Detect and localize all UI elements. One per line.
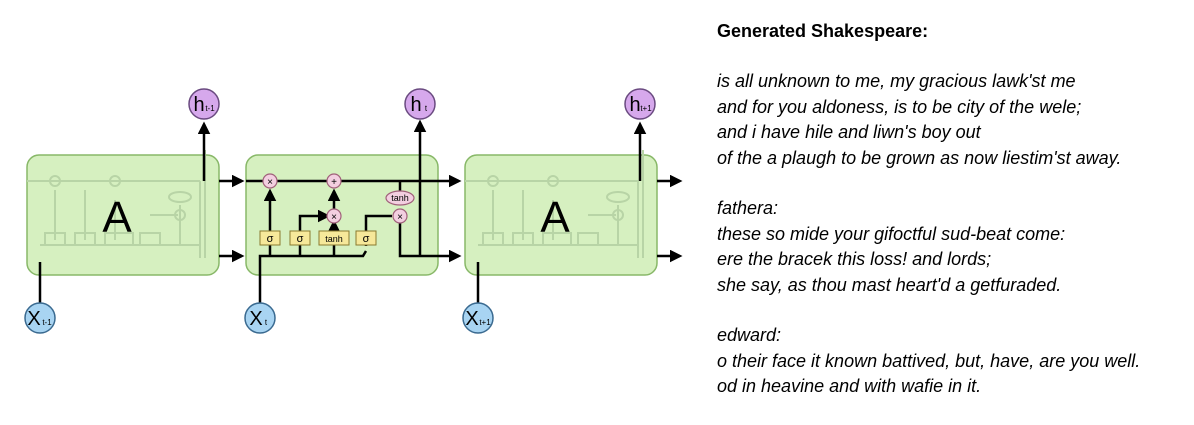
- text-line: and i have hile and liwn's boy out: [717, 122, 981, 142]
- output-node-h-t-plus-1: h t+1: [624, 88, 656, 120]
- svg-text:t-1: t-1: [205, 104, 215, 113]
- svg-text:X: X: [465, 308, 478, 330]
- generated-text-panel: Generated Shakespeare: is all unknown to…: [717, 19, 1187, 425]
- text-line: od in heavine and with wafie in it.: [717, 376, 982, 396]
- svg-text:h: h: [193, 94, 204, 116]
- svg-text:h: h: [629, 94, 640, 116]
- svg-text:σ: σ: [267, 233, 274, 245]
- svg-text:×: ×: [331, 212, 337, 223]
- output-multiply-op: ×: [392, 208, 408, 224]
- stanza-2: fathera: these so mide your gifoctful su…: [717, 196, 1187, 298]
- svg-text:tanh: tanh: [391, 193, 409, 203]
- input-multiply-op: ×: [326, 208, 342, 224]
- svg-text:X: X: [249, 308, 262, 330]
- output-node-h-t-minus-1: h t-1: [188, 88, 220, 120]
- text-line: o their face it known battived, but, hav…: [717, 350, 1141, 371]
- candidate-tanh-layer: tanh: [318, 230, 350, 246]
- svg-text:X: X: [27, 308, 40, 330]
- cell-label-left: A: [102, 193, 132, 242]
- text-line: she say, as thou mast heart'd a getfurad…: [717, 274, 1062, 295]
- faded-internals-left: [27, 150, 206, 258]
- svg-text:t+1: t+1: [640, 104, 652, 113]
- output-node-h-t: h t: [404, 88, 436, 120]
- forget-gate-sigma: σ: [259, 230, 281, 246]
- svg-text:×: ×: [397, 212, 403, 223]
- lstm-cell-right: A: [464, 150, 658, 276]
- svg-text:h: h: [410, 94, 421, 116]
- cell-add-op: +: [326, 173, 342, 189]
- text-title: Generated Shakespeare:: [717, 21, 929, 41]
- svg-text:tanh: tanh: [325, 234, 343, 244]
- svg-text:+: +: [331, 177, 337, 188]
- output-nodes: h t-1 h t h t+1: [188, 88, 656, 120]
- input-node-x-t: X t: [244, 302, 276, 334]
- gate-layers: σ σ tanh σ: [259, 230, 377, 246]
- lstm-chain-diagram: A A: [24, 88, 683, 334]
- stanza-1: is all unknown to me, my gracious lawk's…: [717, 69, 1187, 171]
- input-gate-sigma: σ: [289, 230, 311, 246]
- svg-text:t: t: [265, 318, 268, 327]
- text-line: these so mide your gifoctful sud-beat co…: [717, 223, 1066, 244]
- stanza-3: edward: o their face it known battived, …: [717, 323, 1187, 400]
- svg-text:×: ×: [267, 177, 273, 188]
- cell-tanh-op: tanh: [385, 190, 415, 206]
- input-nodes: X t-1 X t X t+1: [24, 302, 494, 334]
- text-line: ere the bracek this loss! and lords;: [717, 249, 992, 269]
- svg-text:t: t: [425, 104, 428, 113]
- text-line: fathera:: [717, 198, 779, 218]
- lstm-cell-left: A: [26, 150, 220, 276]
- text-line: is all unknown to me, my gracious lawk's…: [717, 71, 1076, 91]
- svg-text:t-1: t-1: [42, 318, 52, 327]
- text-line: edward:: [717, 325, 782, 345]
- svg-text:σ: σ: [363, 233, 370, 245]
- input-node-x-t-minus-1: X t-1: [24, 302, 56, 334]
- text-line: of the a plaugh to be grown as now liest…: [717, 147, 1122, 168]
- connections: [38, 119, 683, 303]
- pointwise-ops: × + × × tanh: [262, 173, 415, 224]
- svg-text:σ: σ: [297, 233, 304, 245]
- input-node-x-t-plus-1: X t+1: [462, 302, 494, 334]
- svg-text:t+1: t+1: [479, 318, 491, 327]
- text-line: and for you aldoness, is to be city of t…: [717, 96, 1082, 117]
- output-gate-sigma: σ: [355, 230, 377, 246]
- cell-label-right: A: [540, 193, 570, 242]
- faded-internals-right: [465, 150, 644, 258]
- forget-multiply-op: ×: [262, 173, 278, 189]
